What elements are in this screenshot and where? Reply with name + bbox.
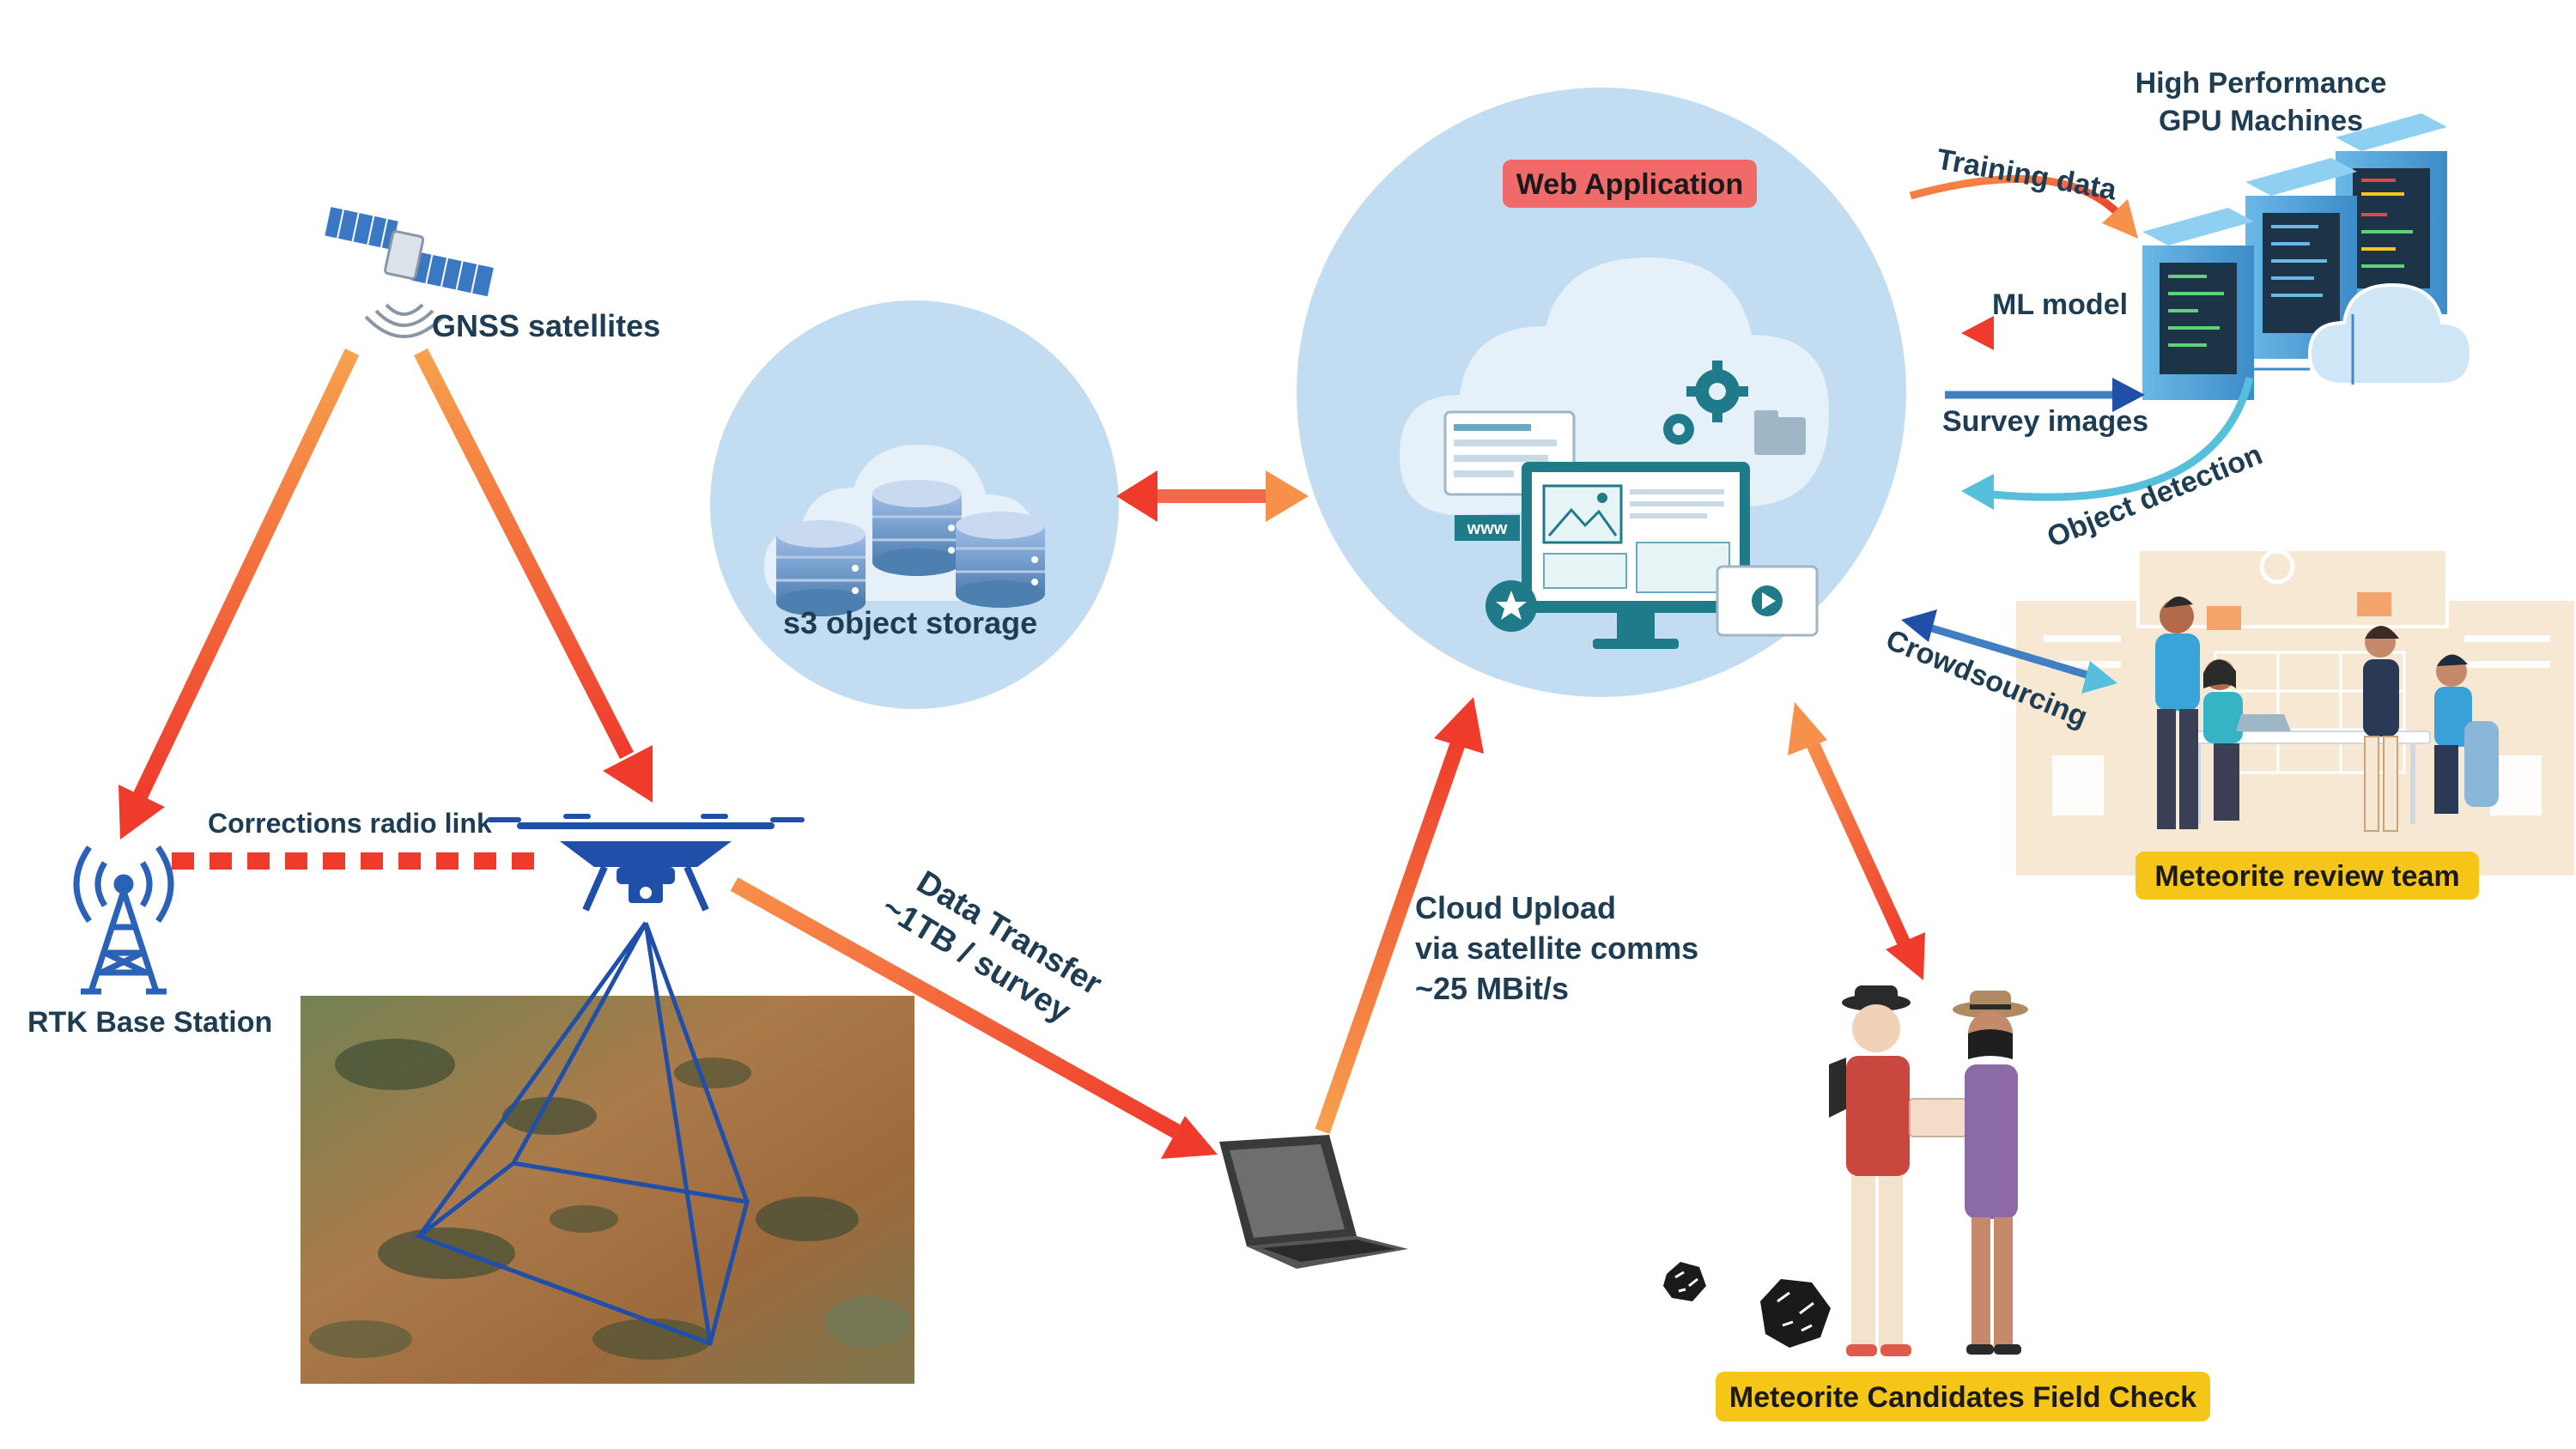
svg-text:www: www [1467, 519, 1508, 538]
arrow-drone-to-laptop [730, 877, 1218, 1159]
video-panel-icon [1716, 565, 1819, 637]
arrow-survey-images [1945, 378, 2145, 412]
gpu-servers-icon [2142, 113, 2474, 400]
arrow-storage-web [1116, 470, 1309, 522]
satellite-icon [325, 207, 494, 338]
ml-model-label: ML model [1992, 288, 2128, 321]
svg-text:Meteorite review team: Meteorite review team [2154, 860, 2459, 893]
training-data-label: Training data [1935, 142, 2120, 206]
review-team-badge: Meteorite review team [2136, 852, 2479, 900]
drone-icon [487, 814, 805, 912]
gpu-label-line-1: High Performance [2136, 67, 2387, 100]
gnss-label: GNSS satellites [432, 308, 660, 343]
meteorite-small-icon [1663, 1262, 1706, 1301]
arrow-object-detection [1961, 376, 2254, 510]
cloud-upload-line-1: Cloud Upload [1415, 890, 1616, 925]
gear-icon [1686, 361, 1748, 422]
arrow-training-data [1909, 174, 2138, 239]
www-tag: www [1455, 515, 1520, 541]
arrow-crowdsourcing [1901, 609, 2117, 694]
monitor-icon [1522, 462, 1750, 649]
survey-images-label: Survey images [1942, 405, 2148, 438]
svg-text:Meteorite Candidates Field Che: Meteorite Candidates Field Check [1729, 1381, 2196, 1414]
web-app-badge: Web Application [1503, 160, 1757, 208]
arrow-web-to-field [1788, 702, 1925, 980]
arrow-satellite-to-drone [413, 348, 653, 803]
meteorite-large-icon [1760, 1279, 1831, 1348]
arrow-satellite-to-rtk [118, 349, 360, 840]
corrections-label: Corrections radio link [208, 808, 492, 839]
s3-label: s3 object storage [783, 605, 1037, 640]
cloud-upload-line-3: ~25 MBit/s [1415, 971, 1569, 1006]
database-icon [776, 480, 1045, 616]
gear-small-icon [1663, 414, 1694, 445]
star-icon [1485, 580, 1537, 632]
arrow-ml-model [1961, 316, 2138, 350]
arrow-laptop-to-cloud [1315, 697, 1484, 1134]
laptop-icon [1219, 1135, 1408, 1269]
svg-text:Web Application: Web Application [1516, 168, 1743, 201]
folder-icon [1754, 410, 1806, 455]
survey-terrain-image [301, 996, 914, 1384]
gpu-label-line-2: GPU Machines [2159, 105, 2363, 137]
rtk-label: RTK Base Station [27, 1006, 272, 1039]
rtk-tower-icon [73, 845, 174, 995]
survey-pyramid [414, 921, 750, 1347]
field-check-badge: Meteorite Candidates Field Check [1716, 1372, 2210, 1422]
field-team-illustration [1829, 985, 2028, 1356]
cloud-upload-line-2: via satellite comms [1415, 931, 1698, 966]
review-team-illustration [2016, 548, 2574, 876]
